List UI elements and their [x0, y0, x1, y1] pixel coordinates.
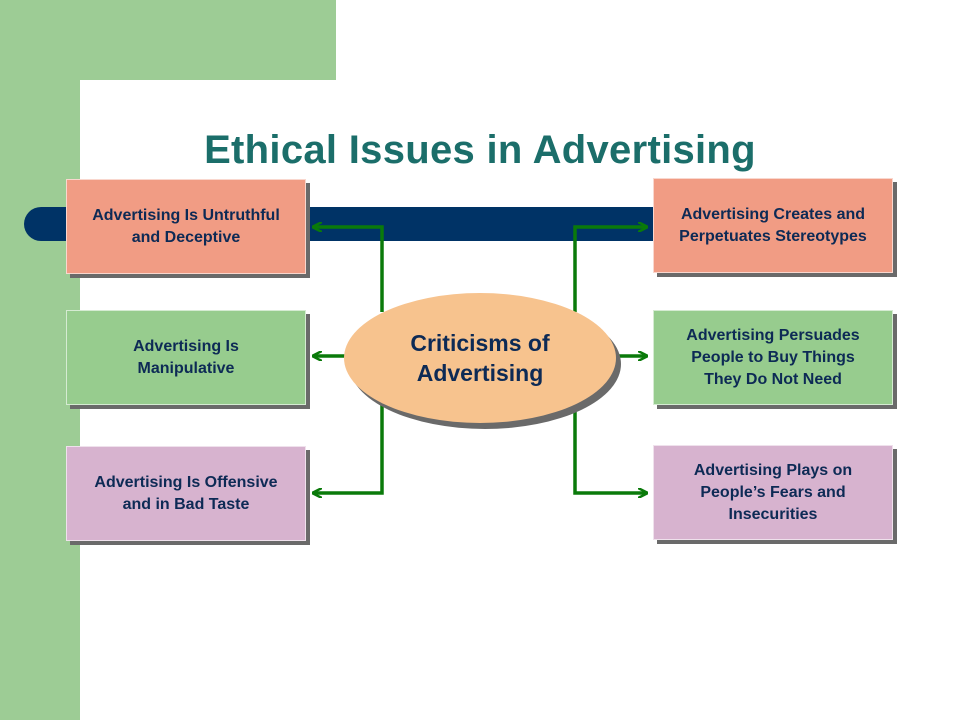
box-manipulative-line2: Manipulative: [137, 359, 235, 377]
box-offensive-line2: and in Bad Taste: [122, 495, 250, 513]
arrow-to-fears: [573, 404, 646, 493]
box-offensive: Advertising Is Offensive and in Bad Tast…: [66, 446, 306, 541]
arrow-to-untruthful: [314, 227, 384, 312]
box-persuades-line3: They Do Not Need: [704, 370, 842, 388]
box-manipulative: Advertising Is Manipulative: [66, 310, 306, 405]
page-title: Ethical Issues in Advertising: [204, 128, 756, 172]
box-persuades: Advertising Persuades People to Buy Thin…: [653, 310, 893, 405]
box-offensive-line1: Advertising Is Offensive: [94, 473, 278, 491]
top-green-band: [0, 0, 336, 80]
box-untruthful-line2: and Deceptive: [131, 228, 241, 246]
box-fears-line3: Insecurities: [728, 505, 818, 523]
box-fears: Advertising Plays on People’s Fears and …: [653, 445, 893, 540]
box-stereotypes-line2: Perpetuates Stereotypes: [679, 227, 867, 245]
box-fears-line2: People’s Fears and: [700, 483, 846, 501]
box-fears-line1: Advertising Plays on: [693, 461, 853, 479]
box-persuades-line1: Advertising Persuades: [686, 326, 860, 344]
box-persuades-line2: People to Buy Things: [691, 348, 855, 366]
box-stereotypes-line1: Advertising Creates and: [680, 205, 866, 223]
arrow-to-offensive: [314, 404, 384, 493]
box-stereotypes: Advertising Creates and Perpetuates Ster…: [653, 178, 893, 273]
arrow-to-stereotypes: [573, 227, 646, 312]
box-untruthful: Advertising Is Untruthful and Deceptive: [66, 179, 306, 274]
box-manipulative-line1: Advertising Is: [133, 337, 239, 355]
box-untruthful-line1: Advertising Is Untruthful: [92, 206, 280, 224]
center-ellipse: Criticisms of Advertising: [344, 293, 616, 423]
center-line2: Advertising: [416, 360, 544, 386]
center-line1: Criticisms of: [410, 330, 550, 356]
